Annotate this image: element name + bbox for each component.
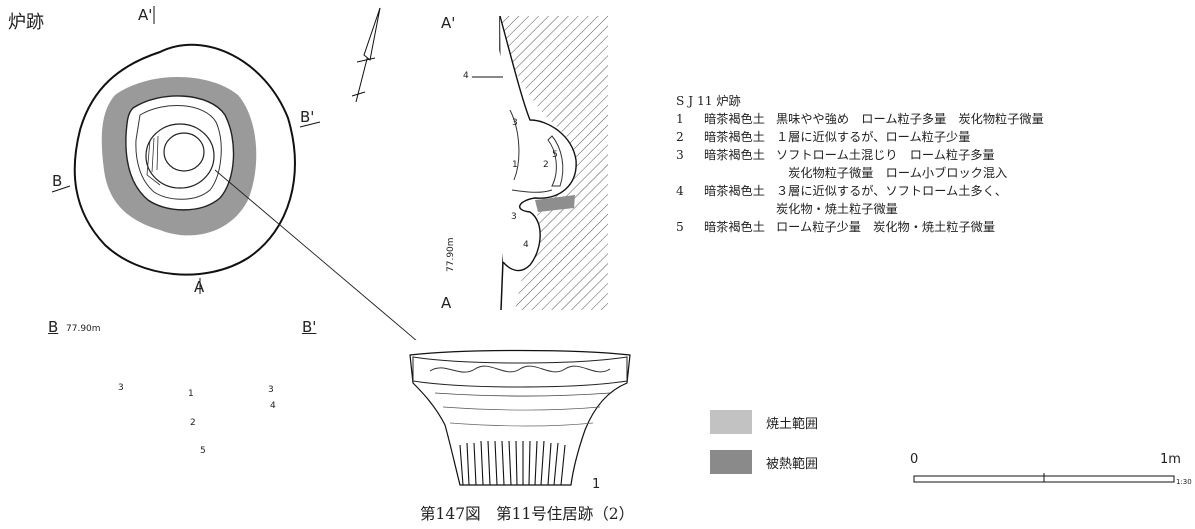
note-number — [676, 164, 704, 182]
scale-start: 0 — [910, 452, 919, 467]
note-description: ローム粒子少量 炭化物・焼土粒子微量 — [776, 220, 996, 234]
note-soil-type — [704, 164, 776, 182]
note-description: ソフトローム土混じり ローム粒子多量 — [776, 148, 995, 162]
north-arrow-icon — [351, 7, 381, 103]
legend-burnt-earth: 焼土範囲 — [710, 410, 818, 434]
a-layer-number: 2 — [543, 160, 549, 170]
legend-swatch-heated — [710, 450, 752, 474]
b-label-profile: B — [48, 318, 59, 336]
note-row: 1 暗茶褐色土 黒味やや強め ローム粒子多量 炭化物粒子微量 — [676, 110, 1044, 128]
note-soil-type — [704, 200, 776, 218]
note-row: 炭化物・焼土粒子微量 — [676, 200, 1044, 218]
note-description: 炭化物・焼土粒子微量 — [776, 202, 898, 216]
figure-title: 炉跡 — [8, 12, 44, 33]
a-layer-number: 4 — [523, 240, 529, 250]
leader-line — [214, 169, 417, 340]
note-soil-type: 暗茶褐色土 — [704, 220, 765, 234]
note-description: ３層に近似するが、ソフトローム土多く、 — [776, 184, 1007, 198]
note-number — [676, 200, 704, 218]
a-prime-label-profile: A' — [441, 14, 456, 32]
hearth-jar-inner — [163, 132, 205, 172]
legend-heated: 被熱範囲 — [710, 450, 818, 474]
a-label-plan: A — [194, 278, 205, 296]
note-soil-type: 暗茶褐色土 — [704, 184, 765, 198]
notes-heading: S J 11 炉跡 — [676, 94, 741, 108]
a-layer-number: 3 — [511, 212, 517, 222]
inner-contour-2 — [135, 105, 222, 200]
hearth-plan-view — [51, 6, 608, 340]
b-prime-label-profile: B' — [302, 318, 317, 336]
a-section-profile — [472, 15, 608, 311]
note-soil-type: 暗茶褐色土 — [704, 148, 765, 162]
layer-notes: S J 11 炉跡 1 暗茶褐色土 黒味やや強め ローム粒子多量 炭化物粒子微量… — [676, 92, 1044, 236]
scale-bar — [913, 473, 1175, 483]
b-label-plan: B — [52, 172, 63, 190]
legend-label: 被熱範囲 — [766, 456, 819, 472]
hearth-jar-drawing — [409, 349, 631, 486]
scale-ratio: 1:30 — [1176, 478, 1192, 486]
b-prime-label-plan: B' — [300, 108, 315, 126]
note-number: 2 — [676, 130, 684, 144]
note-row: 2 暗茶褐色土 １層に近似するが、ローム粒子少量 — [676, 128, 1044, 146]
note-row: 3 暗茶褐色土 ソフトローム土混じり ローム粒子多量 — [676, 146, 1044, 164]
note-row: 5 暗茶褐色土 ローム粒子少量 炭化物・焼土粒子微量 — [676, 218, 1044, 236]
note-soil-type: 暗茶褐色土 — [704, 130, 765, 144]
a-prime-label-plan: A' — [138, 6, 153, 24]
a-layer-number: 1 — [512, 160, 518, 170]
note-number: 1 — [676, 112, 684, 126]
note-description: １層に近似するが、ローム粒子少量 — [776, 130, 971, 144]
note-number: 4 — [676, 184, 684, 198]
note-number: 3 — [676, 148, 684, 162]
b-layer-number: 3 — [118, 383, 124, 393]
b-elevation-label: 77.90m — [66, 324, 101, 334]
note-number: 5 — [676, 220, 684, 234]
b-layer-number: 3 — [268, 385, 274, 395]
b-layer-number: 2 — [190, 418, 196, 428]
legend-swatch-burnt — [710, 410, 752, 434]
scale-end: 1m — [1160, 452, 1181, 467]
a-layer-number: 3 — [512, 118, 518, 128]
b-layer-number: 1 — [188, 389, 194, 399]
note-soil-type: 暗茶褐色土 — [704, 112, 765, 126]
a-label-profile: A — [441, 294, 452, 312]
outer-pit-outline — [73, 43, 296, 276]
note-row: 炭化物粒子微量 ローム小ブロック混入 — [676, 164, 1044, 182]
a-layer-number: 5 — [552, 150, 558, 160]
note-row: 4 暗茶褐色土 ３層に近似するが、ソフトローム土多く、 — [676, 182, 1044, 200]
a-layer-number: 4 — [463, 71, 469, 81]
note-description: 炭化物粒子微量 ローム小ブロック混入 — [776, 166, 1008, 180]
b-layer-number: 4 — [270, 401, 276, 411]
b-layer-number: 5 — [200, 446, 206, 456]
artifact-number: 1 — [592, 477, 601, 492]
legend-label: 焼土範囲 — [766, 416, 819, 432]
figure-caption: 第147図 第11号住居跡（2） — [420, 505, 635, 523]
a-elevation-label: 77.90m — [446, 237, 456, 272]
note-description: 黒味やや強め ローム粒子多量 炭化物粒子微量 — [776, 112, 1044, 126]
